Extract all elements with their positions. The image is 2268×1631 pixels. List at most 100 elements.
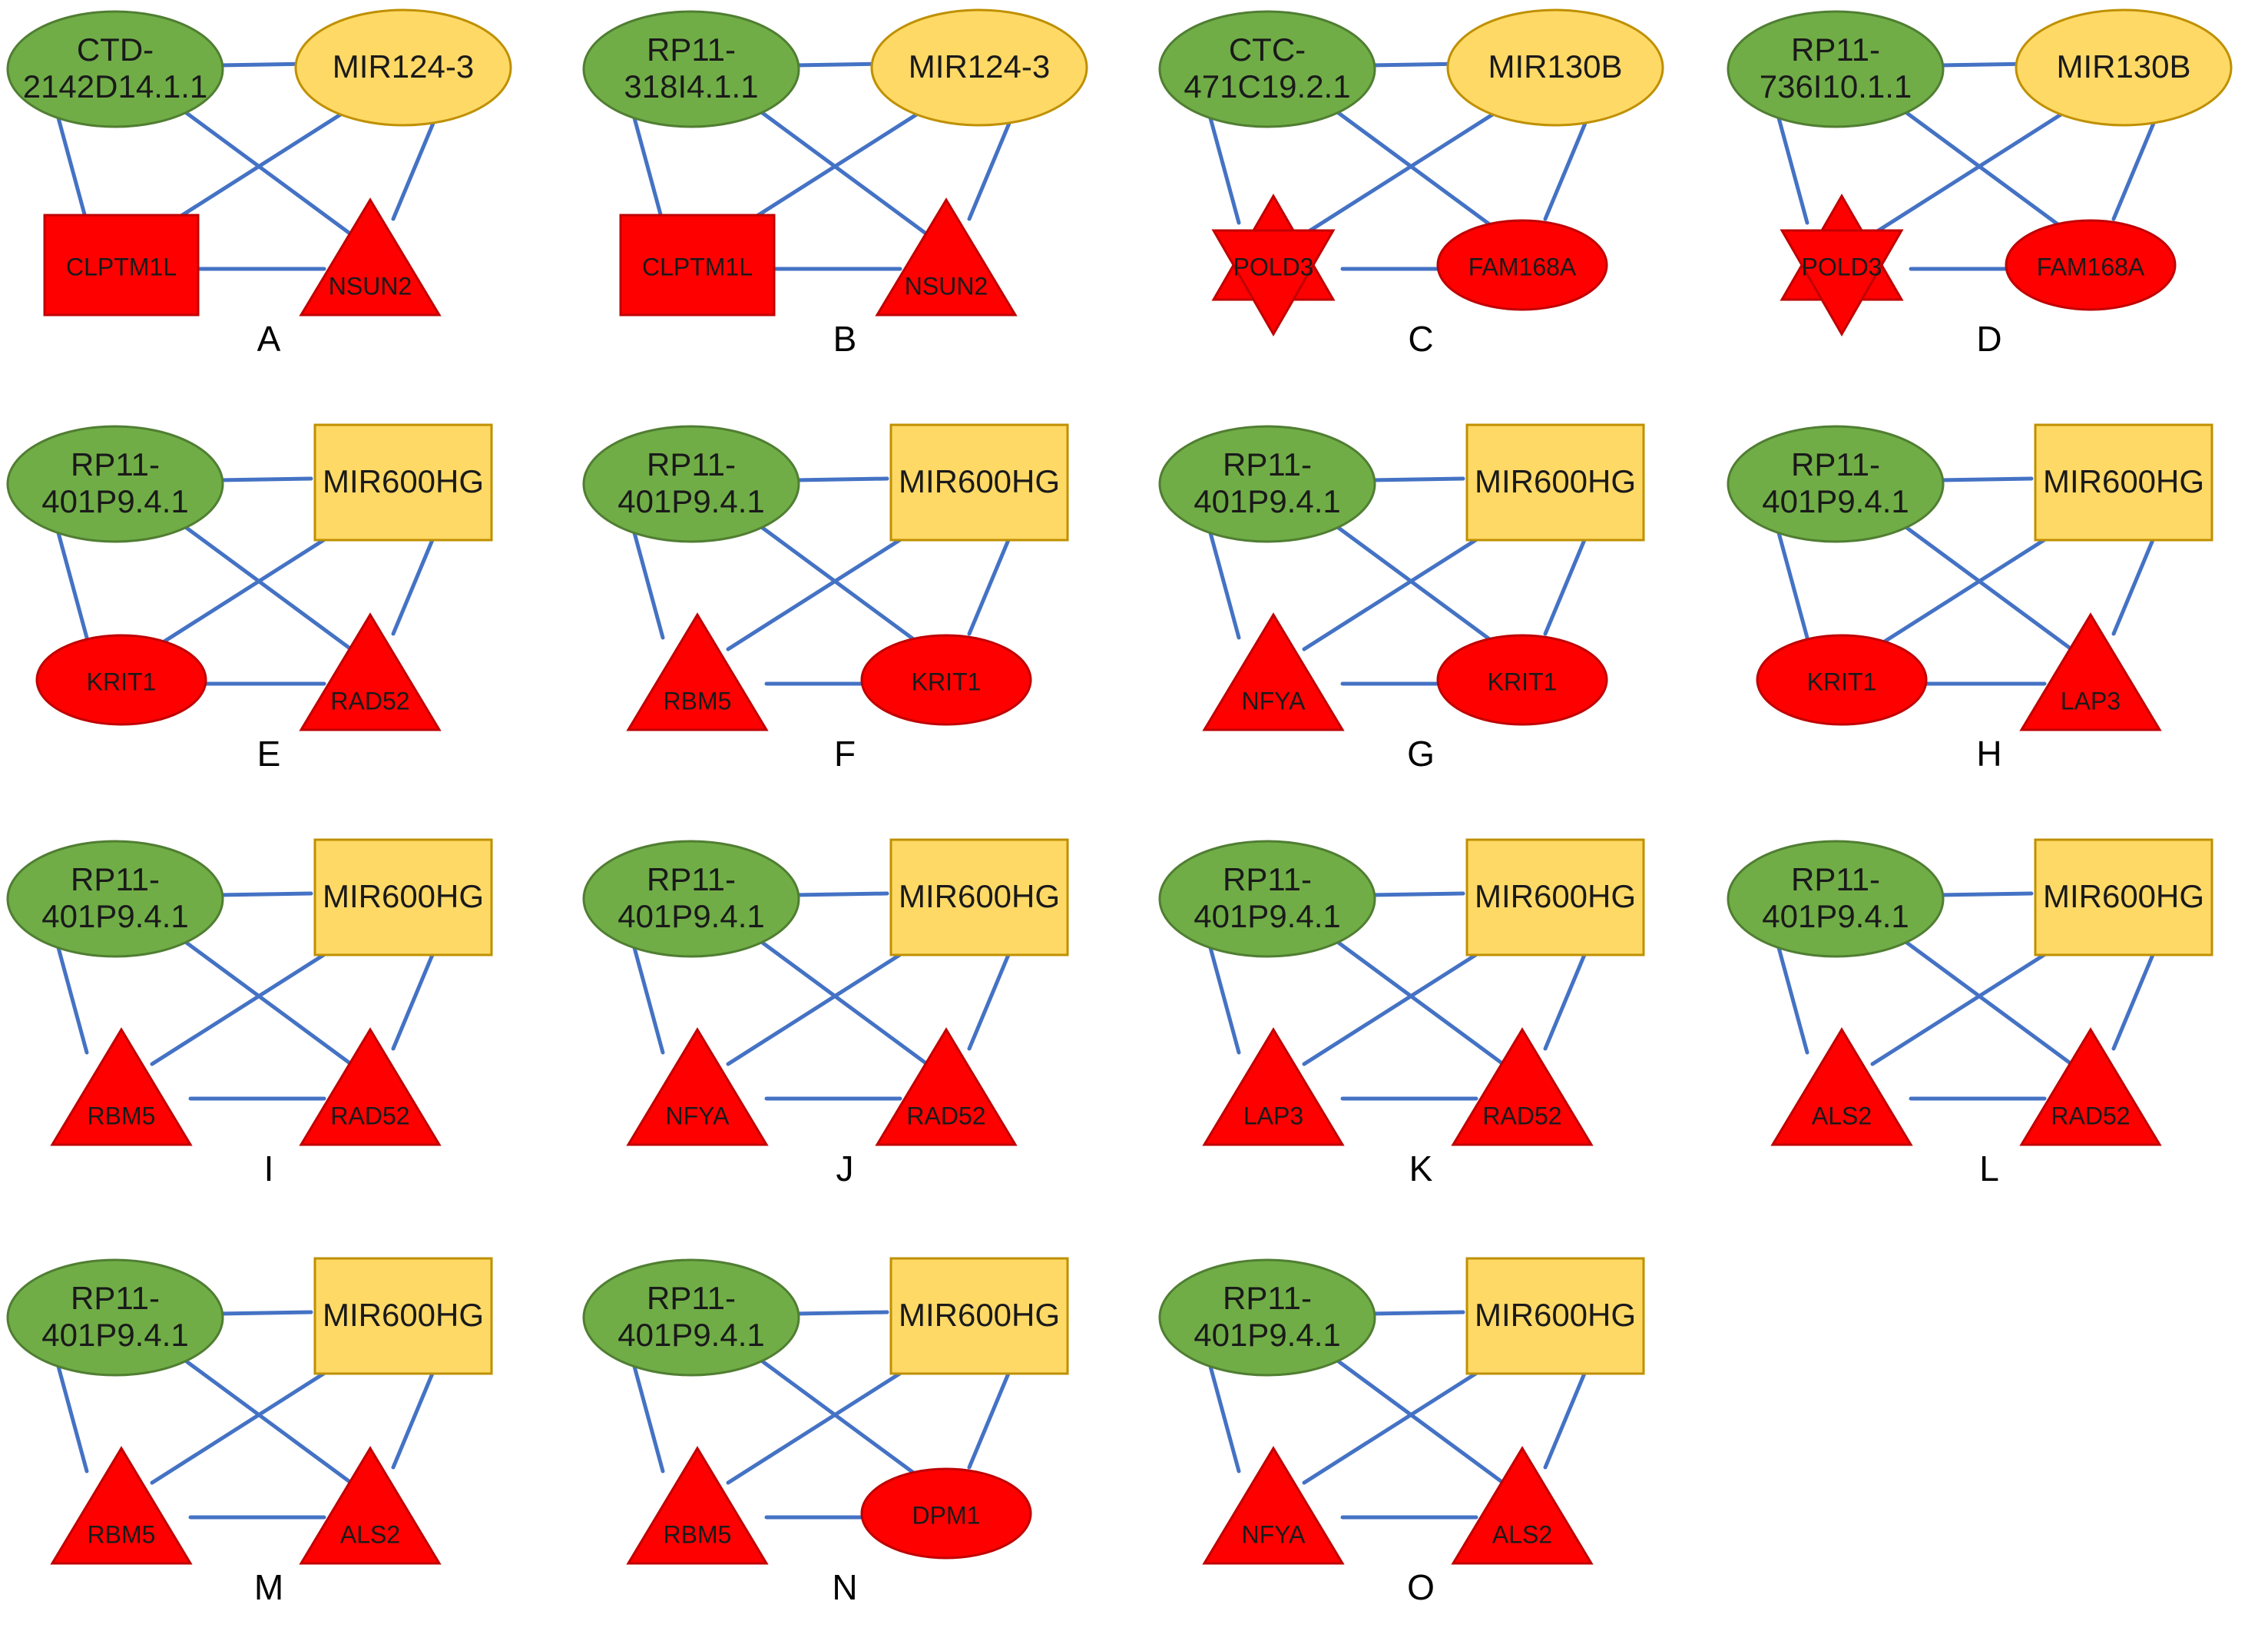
gene-label: LAP3: [1243, 1102, 1303, 1129]
interaction-edge: [1334, 109, 1505, 237]
gene-label: ALS2: [340, 1520, 400, 1548]
lncrna-node: [6, 840, 224, 958]
lncrna-label-line2: 401P9.4.1: [41, 1317, 189, 1353]
lncrna-node: [582, 1258, 800, 1377]
gene-node: [299, 612, 442, 731]
gene-label: NFYA: [666, 1102, 730, 1129]
interaction-edge: [726, 1360, 920, 1485]
gene-node: [1202, 1027, 1345, 1146]
lncrna-node: [582, 10, 800, 128]
interaction-edge: [182, 1358, 353, 1485]
gene-label: RBM5: [664, 687, 732, 714]
gene-node: [1436, 634, 1608, 726]
panel-letter: A: [257, 319, 281, 359]
lncrna-node: [1158, 425, 1376, 543]
interaction-edge: [793, 476, 889, 482]
mirna-label: MIR600HG: [899, 463, 1060, 499]
gene-node: [50, 1027, 193, 1146]
panel-letter: I: [264, 1149, 274, 1188]
lncrna-node: [1158, 1258, 1376, 1377]
gene-node: [1780, 229, 1904, 336]
interaction-edge: [1870, 526, 2064, 651]
mirna-label: MIR600HG: [323, 463, 484, 499]
lncrna-node: [1727, 425, 1945, 543]
interaction-edge: [150, 941, 344, 1066]
mirna-node: [313, 423, 493, 542]
gene-node: [1202, 1446, 1345, 1565]
gene-label: RBM5: [664, 1520, 732, 1548]
lncrna-label-line1: RP11-: [71, 446, 160, 482]
lncrna-label-line1: RP11-: [647, 31, 736, 68]
gene-label: POLD3: [1802, 253, 1882, 280]
gene-label: CLPTM1L: [66, 253, 177, 280]
lncrna-label-line1: RP11-: [647, 1280, 736, 1316]
interaction-edge: [1207, 113, 1241, 225]
gene-node: [43, 214, 200, 317]
lncrna-node: [6, 1258, 224, 1377]
mirna-node: [313, 1257, 493, 1375]
gene-label: KRIT1: [87, 668, 157, 695]
lncrna-label-line2: 401P9.4.1: [1194, 898, 1341, 934]
mirna-node: [2034, 423, 2213, 542]
interaction-edge: [967, 534, 1012, 636]
mirna-label: MIR600HG: [1475, 878, 1636, 914]
interaction-edge: [391, 1367, 436, 1470]
interaction-edge: [1543, 1367, 1588, 1470]
interaction-edge: [1543, 534, 1588, 636]
mirna-node: [1446, 8, 1664, 127]
interaction-edge: [1870, 941, 2064, 1066]
interaction-edge: [1776, 528, 1809, 640]
interaction-edge: [1334, 1358, 1505, 1485]
interaction-edge: [2111, 534, 2157, 636]
gene-node: [626, 1446, 769, 1565]
gene-node: [1436, 219, 1608, 311]
interaction-edge: [55, 1361, 89, 1474]
mirna-label: MIR600HG: [323, 878, 484, 914]
gene-node: [35, 634, 207, 726]
lncrna-label-line1: RP11-: [1223, 446, 1312, 482]
gene-label: ALS2: [1492, 1520, 1552, 1548]
lncrna-node: [6, 425, 224, 543]
mirna-node: [1465, 423, 1645, 542]
lncrna-label-line1: RP11-: [1791, 31, 1880, 68]
interaction-edge: [1937, 476, 2034, 482]
interaction-edge: [1870, 111, 2064, 237]
panel-letter: H: [1976, 734, 2001, 774]
interaction-edge: [391, 949, 436, 1051]
interaction-edge: [631, 528, 665, 640]
lncrna-node: [6, 10, 224, 128]
interaction-edge: [182, 939, 353, 1066]
lncrna-node: [1727, 10, 1945, 128]
interaction-edge: [1902, 939, 2074, 1066]
interaction-edge: [631, 1361, 665, 1474]
interaction-edge: [217, 1310, 313, 1316]
interaction-edge: [55, 943, 89, 1055]
gene-label: FAM168A: [1468, 253, 1577, 280]
interaction-edge: [150, 1360, 344, 1485]
interaction-edge: [1207, 943, 1241, 1055]
gene-node: [299, 1027, 442, 1146]
mirna-node: [313, 838, 493, 956]
interaction-edge: [1207, 1361, 1241, 1474]
interaction-edge: [1369, 476, 1465, 482]
panel-letter: C: [1408, 319, 1433, 359]
interaction-edge: [2111, 949, 2157, 1051]
gene-label: NFYA: [1242, 687, 1306, 714]
gene-node: [875, 1027, 1018, 1146]
lncrna-node: [582, 425, 800, 543]
mirna-node: [294, 8, 512, 127]
gene-label: RAD52: [906, 1102, 985, 1129]
interaction-edge: [391, 119, 436, 221]
interaction-edge: [967, 1367, 1012, 1470]
gene-node: [2005, 219, 2177, 311]
panel-letter: D: [1976, 319, 2001, 359]
interaction-edge: [391, 534, 436, 636]
